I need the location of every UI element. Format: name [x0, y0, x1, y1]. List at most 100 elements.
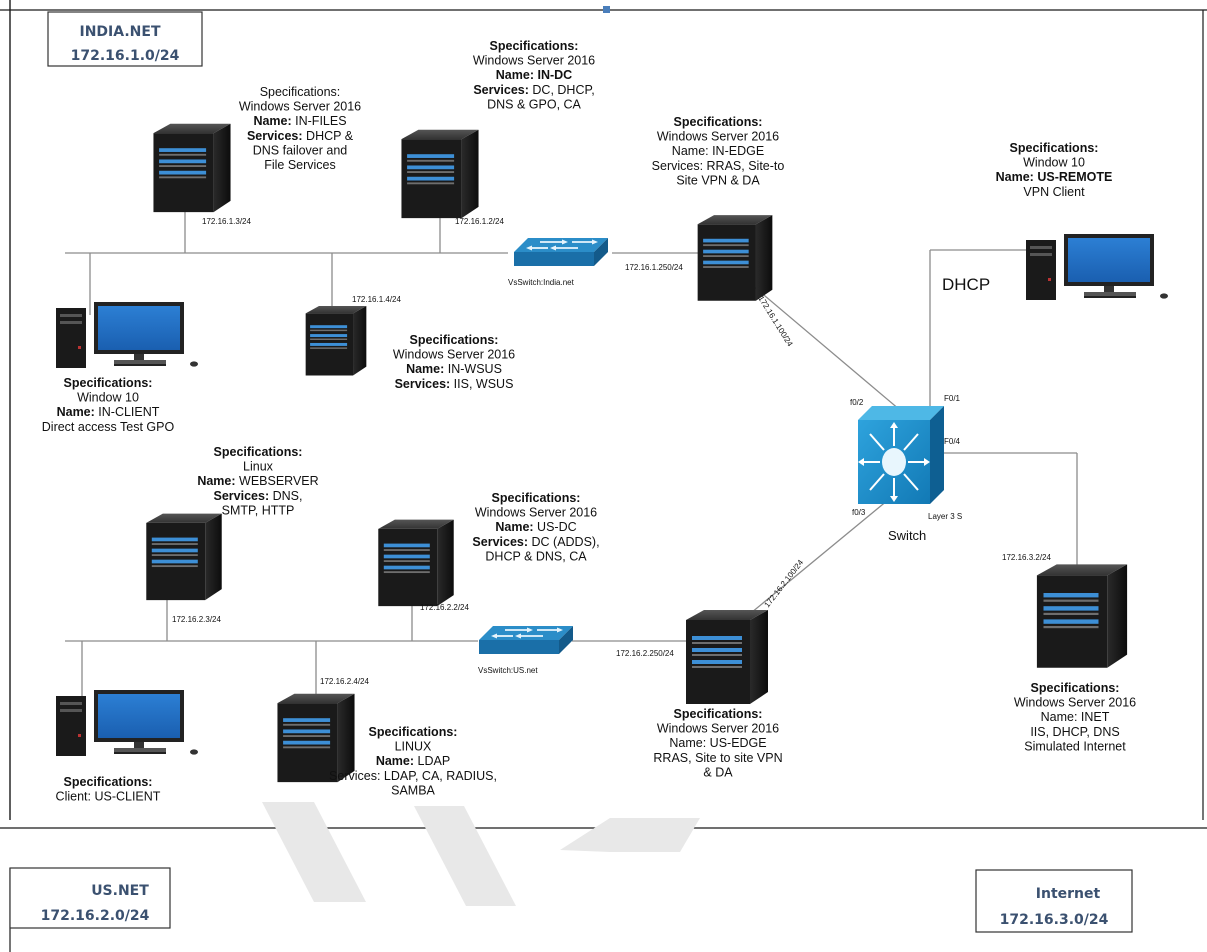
in-files-server-icon[interactable]: [153, 123, 231, 213]
in-edge-specs-label: Specifications:: [674, 115, 763, 129]
us-dc-ip: 172.16.2.2/24: [420, 603, 469, 612]
us-edge-specs-label: Specifications:: [674, 707, 763, 721]
uplink-wires: [929, 249, 1078, 570]
in-files-specs-line: File Services: [264, 158, 336, 172]
in-client-specs-label: Specifications:: [64, 376, 153, 390]
webserver-specs-line: Name: WEBSERVER: [197, 474, 318, 488]
us-remote-specs-label: Specifications:: [1010, 141, 1099, 155]
ldap-specs-value: LDAP: [414, 754, 450, 768]
in-edge-specs-line: Services: RRAS, Site-to: [652, 159, 785, 173]
in-wsus-specs-line: Specifications:: [410, 333, 499, 347]
in-edge-specs-line: Windows Server 2016: [657, 130, 779, 144]
ldap-specs-line: Name: LDAP: [376, 754, 450, 768]
in-client-specs-value: Direct access Test GPO: [42, 420, 175, 434]
in-dc-specs-line: Name: IN-DC: [496, 68, 572, 82]
us-client-pc-icon[interactable]: [56, 690, 198, 756]
port-f0-4: F0/4: [944, 437, 961, 446]
in-edge-specs-line: Name: IN-EDGE: [672, 144, 764, 158]
us-dc-specs-label: Specifications:: [492, 491, 581, 505]
in-client-specs-line: Direct access Test GPO: [42, 420, 175, 434]
us-dc-specs-value: US-DC: [534, 520, 577, 534]
in-wsus-ip: 172.16.1.4/24: [352, 295, 401, 304]
in-files-specs-line: DNS failover and: [253, 143, 348, 157]
inet-specs-value: Name: INET: [1041, 710, 1110, 724]
ldap-specs-line: Services: LDAP, CA, RADIUS,: [329, 769, 497, 783]
inet-specs-line: Name: INET: [1041, 710, 1110, 724]
in-client-pc-icon[interactable]: [56, 302, 198, 368]
us-edge-specs-line: Specifications:: [674, 707, 763, 721]
us-edge-server-icon[interactable]: [686, 610, 768, 704]
us-remote-specs-line: Window 10: [1023, 156, 1085, 170]
india-vswitch-label: VsSwitch:India.net: [508, 278, 575, 287]
port-f0-2: f0/2: [850, 398, 864, 407]
us-dc-specs-line: Name: US-DC: [495, 520, 576, 534]
in-dc-server-icon[interactable]: [401, 129, 479, 219]
in-wsus-specs-value: IIS, WSUS: [450, 377, 513, 391]
us-dc-specs-label: Name:: [495, 520, 533, 534]
inet-specs-line: Specifications:: [1031, 681, 1120, 695]
inet-specs-value: IIS, DHCP, DNS: [1030, 725, 1119, 739]
inet-specs-label: Specifications:: [1031, 681, 1120, 695]
us-client-specs-line: Client: US-CLIENT: [56, 790, 161, 804]
selection-handle[interactable]: [603, 6, 610, 13]
india-net-subnet: 172.16.1.0/24: [71, 48, 180, 64]
internet-net-subnet: 172.16.3.0/24: [1000, 912, 1109, 928]
in-dc-specs-line: Services: DC, DHCP,: [473, 83, 594, 97]
inet-specs-line: IIS, DHCP, DNS: [1030, 725, 1119, 739]
us-dc-specs-value: DHCP & DNS, CA: [485, 549, 587, 563]
us-edge-specs: Specifications:Windows Server 2016Name: …: [653, 707, 782, 779]
us-net-box: US.NET 172.16.2.0/24: [9, 867, 171, 929]
layer3-switch-icon[interactable]: [858, 406, 944, 504]
port-f0-1: F0/1: [944, 394, 961, 403]
in-edge-specs-line: Specifications:: [674, 115, 763, 129]
us-lan-wires: [65, 499, 889, 710]
ldap-specs-value: Services: LDAP, CA, RADIUS,: [329, 769, 497, 783]
internet-net-box: Internet 172.16.3.0/24: [975, 869, 1133, 933]
us-dc-specs-value: DC (ADDS),: [528, 535, 600, 549]
us-client-specs-label: Specifications:: [64, 775, 153, 789]
in-files-specs-line: Services: DHCP &: [247, 129, 354, 143]
in-files-specs-value: Windows Server 2016: [239, 100, 361, 114]
in-edge-specs: Specifications:Windows Server 2016Name: …: [652, 115, 785, 187]
us-dc-server-icon[interactable]: [378, 519, 454, 607]
webserver-specs-line: Specifications:: [214, 445, 303, 459]
us-remote-specs-line: VPN Client: [1023, 185, 1085, 199]
port-f0-3: f0/3: [852, 508, 866, 517]
inet-specs: Specifications:Windows Server 2016Name: …: [1014, 681, 1136, 753]
in-dc-specs-label: Services:: [473, 83, 529, 97]
in-dc-specs-line: Windows Server 2016: [473, 54, 595, 68]
us-vswitch-icon[interactable]: [478, 625, 574, 655]
in-edge-specs-line: Site VPN & DA: [676, 173, 760, 187]
in-wsus-server-icon[interactable]: [305, 305, 367, 376]
webserver-server-icon[interactable]: [146, 513, 222, 601]
in-edge-server-icon[interactable]: [697, 215, 773, 301]
in-edge-specs-value: Services: RRAS, Site-to: [652, 159, 785, 173]
in-edge-uplink-ip: 172.16.1.100/24: [756, 294, 795, 348]
in-client-specs-line: Specifications:: [64, 376, 153, 390]
us-remote-pc-icon[interactable]: [1026, 234, 1168, 300]
inet-specs-value: Simulated Internet: [1024, 739, 1126, 753]
in-files-specs: Specifications:Windows Server 2016Name: …: [239, 85, 361, 172]
ldap-specs-value: LINUX: [395, 740, 432, 754]
us-dc-specs-line: Services: DC (ADDS),: [472, 535, 599, 549]
us-edge-uplink-ip: 172.16.2.100/24: [762, 558, 805, 610]
in-edge-specs-value: Site VPN & DA: [676, 173, 760, 187]
in-wsus-specs-label: Services:: [395, 377, 451, 391]
internet-net-name: Internet: [1036, 886, 1101, 902]
us-remote-specs-value: Window 10: [1023, 156, 1085, 170]
us-edge-specs-line: & DA: [703, 765, 733, 779]
in-files-specs-line: Specifications:: [260, 85, 341, 99]
in-wsus-specs-line: Name: IN-WSUS: [406, 362, 502, 376]
inet-server-icon[interactable]: [1036, 564, 1128, 668]
in-files-specs-line: Name: IN-FILES: [253, 114, 346, 128]
us-edge-specs-value: RRAS, Site to site VPN: [653, 751, 782, 765]
in-files-specs-value: Specifications:: [260, 85, 341, 99]
ldap-specs-line: LINUX: [395, 740, 432, 754]
india-vswitch-icon[interactable]: [513, 237, 609, 267]
webserver-specs-value: Linux: [243, 460, 274, 474]
in-wsus-specs-value: Windows Server 2016: [393, 348, 515, 362]
in-files-specs-value: IN-FILES: [292, 114, 347, 128]
